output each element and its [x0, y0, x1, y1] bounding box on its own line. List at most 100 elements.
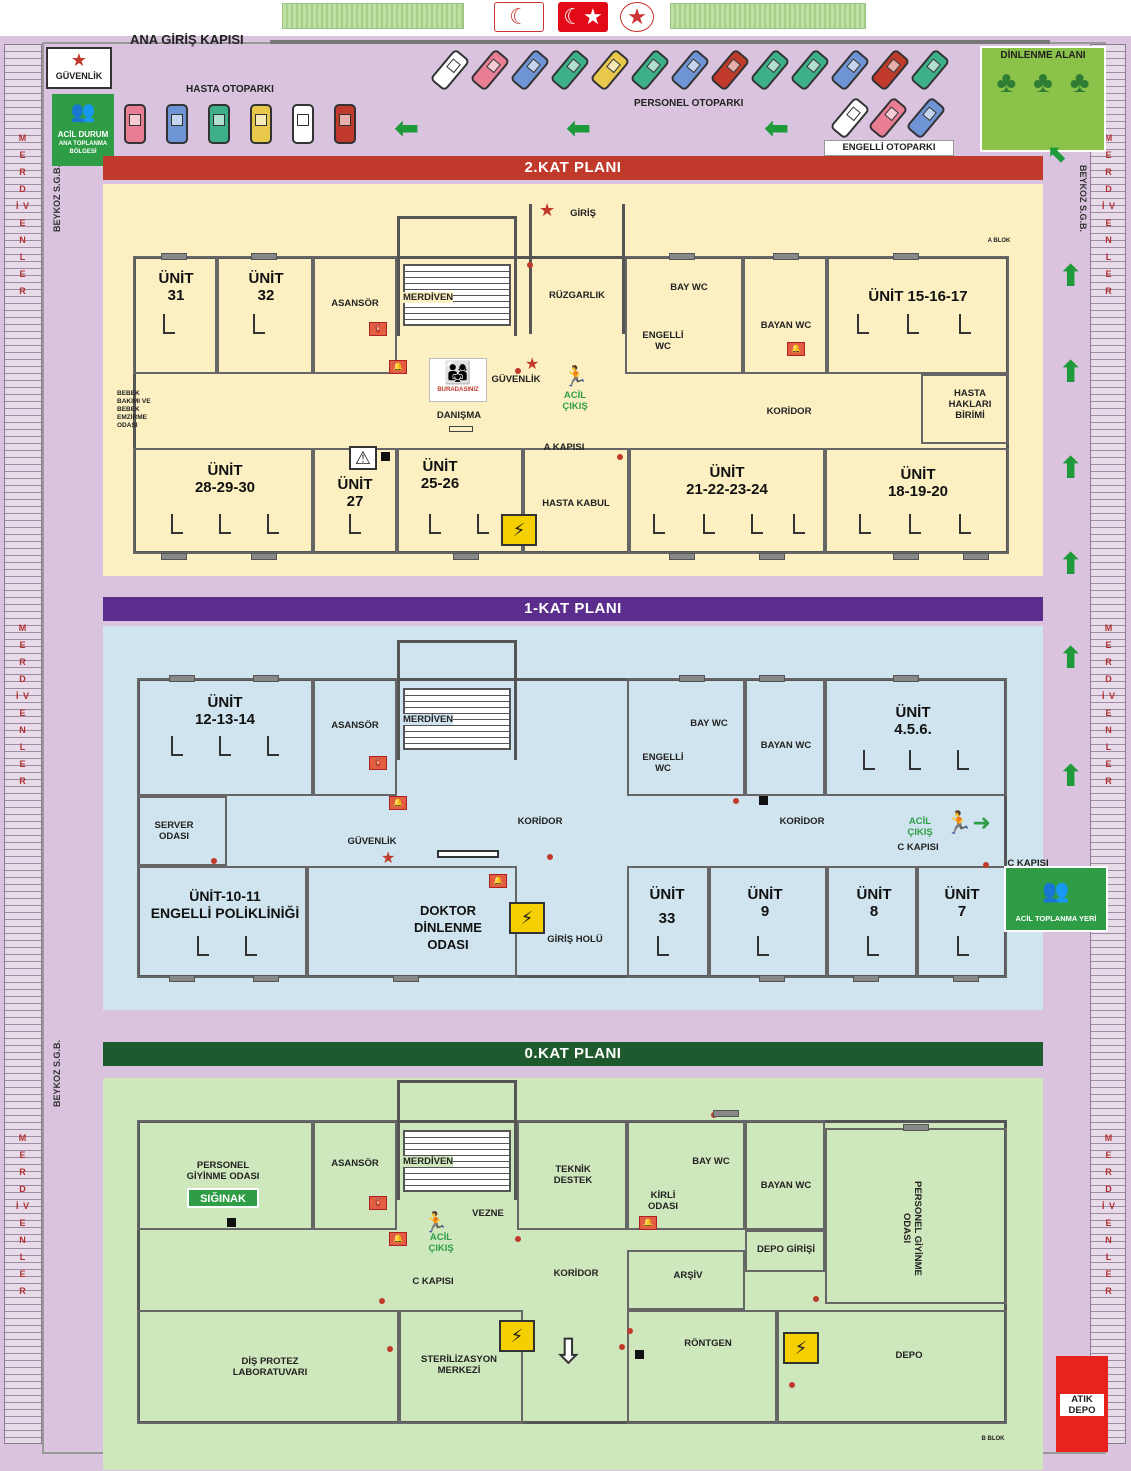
sensor-dot [211, 858, 217, 864]
sensor-dot [527, 262, 533, 268]
floor0-personel-giyinme-2: PERSONEL GİYİNME ODASI [901, 1180, 923, 1276]
sensor-dot [515, 368, 521, 374]
direction-arrow-up-icon: ⬆ [1058, 452, 1084, 485]
window [453, 553, 479, 560]
floor1-bayan-wc: BAYAN WC [760, 740, 812, 751]
floor2-koridor: KORİDOR [766, 406, 812, 417]
floor0-room-protez [137, 1310, 399, 1424]
window [903, 1124, 929, 1131]
floor0-asansor: ASANSÖR [331, 1158, 379, 1169]
floor2-unit-2526: ÜNİT 25-26 [420, 458, 460, 492]
floor1-room-server [137, 796, 227, 866]
floor2-exit-runner-icon: 🏃 [563, 366, 588, 388]
floor1-plan: MERDİVEN ÜNİT 12-13-14 ASANSÖR BAY WC BA… [103, 626, 1043, 1010]
floor2-engelli-wc: ENGELLİ WC [642, 330, 684, 352]
floor0-sterilizasyon: STERİLİZASYON MERKEZİ [420, 1354, 497, 1376]
floor2-a-blok: A BLOK [987, 238, 1011, 244]
floor1-bay-wc: BAY WC [690, 718, 728, 729]
floor1-room-121314 [137, 678, 313, 796]
stairs-strip-left [4, 44, 42, 1444]
floor0-stair-block [397, 1080, 517, 1200]
star-badge-icon: ★ [620, 2, 654, 32]
direction-arrow-left-icon: ⬅ [394, 112, 420, 145]
floor2-guvenlik-star-icon: ★ [525, 356, 540, 373]
floor0-room-arsiv [627, 1250, 745, 1310]
floor0-depo-girisi: DEPO GİRİŞİ [756, 1244, 816, 1255]
floor0-personel-giyinme: PERSONEL GİYİNME ODASI [186, 1160, 260, 1182]
assembly-subtitle: ANA TOPLANMA BÖLGESİ [58, 141, 108, 155]
desk [959, 514, 971, 534]
floor1-giris-holu: GİRİŞ HOLÜ [547, 934, 603, 945]
floor0-b-blok: B BLOK [981, 1436, 1005, 1442]
floor1-room-asansor [313, 678, 397, 796]
floor2-bebek: BEBEK BAKIMI VE BEBEK EMZİRME ODASI [117, 390, 151, 429]
desk [197, 936, 209, 956]
desk [959, 314, 971, 334]
desk [253, 314, 265, 334]
parked-car-blue [166, 104, 188, 144]
marker-square [381, 452, 390, 461]
you-are-here-label: BURADASINIZ [437, 387, 479, 393]
window [161, 553, 187, 560]
floor2-room-haklar [921, 374, 1009, 444]
desk [657, 936, 669, 956]
desk [751, 514, 763, 534]
window [893, 553, 919, 560]
sensor-dot [515, 1236, 521, 1242]
floor1-guvenlik: GÜVENLİK [347, 836, 397, 847]
floor2-entrance [529, 204, 625, 334]
floor2-room-282930 [133, 448, 313, 554]
direction-arrow-up-icon: ⬆ [1058, 356, 1084, 389]
direction-arrow-left-icon: ⬅ [566, 112, 592, 145]
floor1-stair-block [397, 640, 517, 760]
stairs-label-left-2: M E R D İ V E N L E R [16, 623, 31, 786]
floor2-bayan-wc: BAYAN WC [760, 320, 812, 331]
floor2-unit-151617: ÜNİT 15-16-17 [868, 288, 968, 305]
floor0-acil-cikis: ACİL ÇIKIŞ [428, 1232, 454, 1254]
parked-car-white [292, 104, 314, 144]
waste-depot: ATIK DEPO [1056, 1356, 1108, 1452]
down-arrow-icon: ⬇ [554, 1333, 583, 1369]
floor1-koridor-2: KORİDOR [779, 816, 825, 827]
floor0-bayan-wc: BAYAN WC [760, 1180, 812, 1191]
fire-alarm-icon: 🔔 [489, 874, 507, 888]
window [893, 675, 919, 682]
floor2-unit-181920: ÜNİT 18-19-20 [887, 466, 949, 500]
floor2-a-kapisi: A KAPISI [543, 442, 585, 453]
desk [957, 750, 969, 770]
floor1-koridor-1: KORİDOR [517, 816, 563, 827]
window [169, 675, 195, 682]
desk [907, 314, 919, 334]
floor1-doktor: DOKTOR DİNLENME ODASI [414, 903, 482, 952]
floor0-room-asansor [313, 1120, 397, 1230]
gate-line [270, 40, 1050, 44]
floor2-unit-282930: ÜNİT 28-29-30 [194, 462, 256, 496]
sensor-dot [789, 1382, 795, 1388]
floor1-unit-33-label: ÜNİT [649, 886, 685, 903]
desk [163, 314, 175, 334]
security-label: GÜVENLİK [55, 71, 103, 81]
desk [653, 514, 665, 534]
floor0-siginak: SIĞINAK [187, 1188, 259, 1208]
desk [245, 936, 257, 956]
sensor-dot [813, 1296, 819, 1302]
floor1-guvenlik-star-icon: ★ [381, 850, 396, 867]
desk [349, 514, 361, 534]
floor2-plan: MERDİVEN ÜNİT 31 ÜNİT 32 ASANSÖR RÜZGARL… [103, 184, 1043, 576]
floor2-banner: 2.KAT PLANI [103, 156, 1043, 180]
floor2-acil-cikis: ACİL ÇIKIŞ [562, 390, 588, 412]
floor2-hasta-haklari: HASTA HAKLARI BİRİMİ [948, 388, 992, 421]
window [853, 975, 879, 982]
floor2-giris: GİRİŞ [570, 208, 596, 219]
fire-extinguisher-icon: 🧯 [369, 322, 387, 336]
floor1-banner: 1-KAT PLANI [103, 597, 1043, 621]
floor2-room-wc [625, 256, 743, 374]
floor2-room-asansor [313, 256, 397, 374]
floor1-c-kapisi: C KAPISI [897, 842, 939, 853]
floor1-room-bayan [745, 678, 825, 796]
sensor-dot [733, 798, 739, 804]
floor0-plan: MERDİVEN PERSONEL GİYİNME ODASI SIĞINAK … [103, 1078, 1043, 1470]
window [893, 253, 919, 260]
desk [757, 936, 769, 956]
floor1-unit-8: ÜNİT 8 [856, 886, 892, 920]
